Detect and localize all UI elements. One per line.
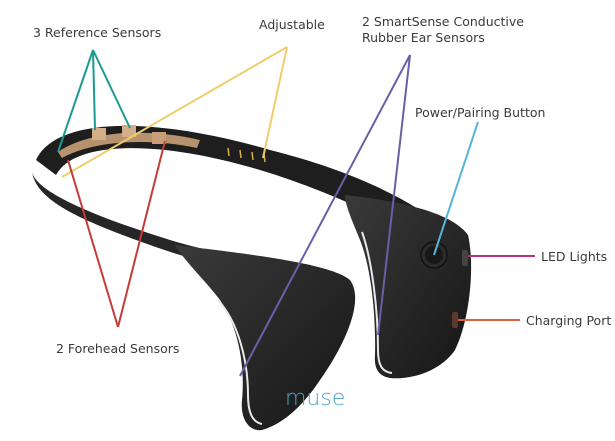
right-earpiece-trim (361, 231, 393, 374)
power-button-label: Power/Pairing Button (415, 105, 546, 120)
adjustable-label: Adjustable (259, 17, 325, 32)
led-lights-label: LED Lights (541, 249, 608, 264)
sensor-pad (152, 132, 166, 144)
power-callout (433, 121, 479, 256)
sensor-pad (92, 128, 106, 140)
forehead-sensors-label: 2 Forehead Sensors (56, 341, 180, 356)
left-earpiece-trim (217, 299, 263, 425)
forehead-callouts (67, 140, 166, 328)
reference-sensors-label: 3 Reference Sensors (33, 25, 162, 40)
ear-callouts (239, 54, 411, 377)
ear-sensors-label-line1: 2 SmartSense Conductive (362, 14, 524, 29)
adjustable-callouts (61, 46, 288, 178)
ear-sensors-label-line2: Rubber Ear Sensors (362, 30, 485, 45)
muse-logo: muse (285, 386, 345, 411)
headband-back (36, 125, 430, 245)
charging-port-label: Charging Port (526, 313, 612, 328)
led-lights (462, 250, 468, 266)
left-earpiece (175, 245, 356, 431)
sensor-pad (122, 125, 136, 137)
right-earpiece (345, 195, 472, 379)
reference-callouts (57, 49, 131, 153)
charging-port (452, 312, 458, 328)
